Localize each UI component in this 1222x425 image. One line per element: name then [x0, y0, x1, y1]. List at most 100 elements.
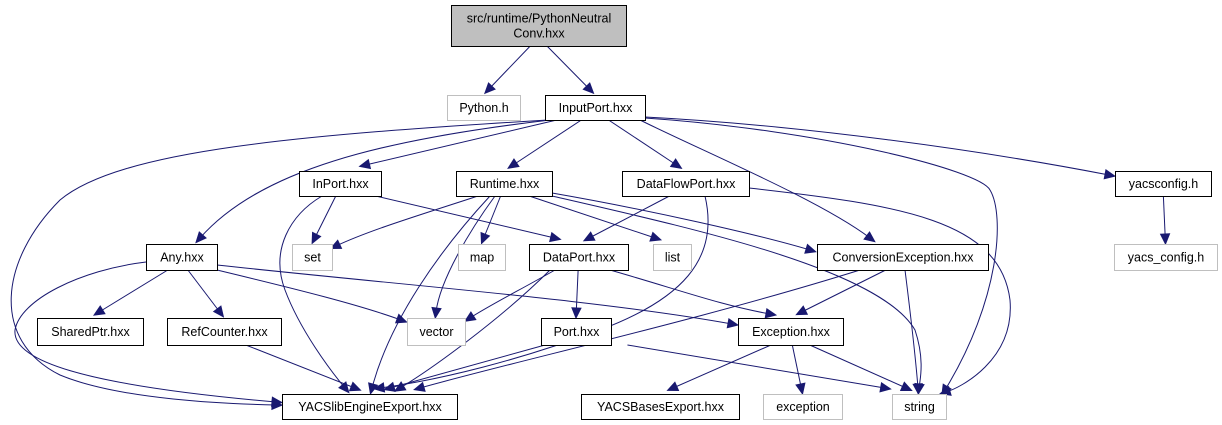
- node-label: DataPort.hxx: [543, 251, 616, 265]
- node-label: yacsconfig.h: [1129, 177, 1199, 191]
- node-inport[interactable]: InPort.hxx: [299, 171, 382, 197]
- node-map: map: [458, 244, 506, 271]
- node-exception_hxx[interactable]: Exception.hxx: [738, 318, 844, 346]
- arrowhead-icon: [804, 243, 817, 254]
- edge-runtime-to-map: [483, 195, 502, 239]
- edge-dataflowport-to-string: [748, 187, 1011, 393]
- edge-inport-to-dataport: [375, 195, 555, 239]
- node-any[interactable]: Any.hxx: [146, 244, 218, 271]
- arrowhead-icon: [571, 307, 582, 320]
- arrowhead-icon: [348, 381, 362, 392]
- node-box: [407, 318, 466, 346]
- node-label: string: [904, 400, 935, 414]
- node-list: list: [653, 244, 692, 271]
- edge-conversionexception-to-string: [904, 269, 919, 389]
- node-dataport[interactable]: DataPort.hxx: [529, 244, 629, 271]
- node-box: [529, 244, 629, 271]
- node-box: [451, 5, 627, 47]
- node-box: [458, 244, 506, 271]
- arrowhead-icon: [1159, 233, 1171, 246]
- node-python_h: Python.h: [447, 95, 521, 121]
- node-exception: exception: [763, 394, 843, 420]
- node-vector: vector: [407, 318, 466, 346]
- edge-inputport-to-dataflowport: [608, 119, 677, 166]
- node-label: SharedPtr.hxx: [51, 325, 130, 339]
- edge-any-to-sharedptr: [98, 269, 169, 313]
- node-box: [817, 244, 989, 271]
- edge-runtime-to-list: [529, 195, 656, 239]
- arrowhead-icon: [582, 82, 595, 95]
- edge-runtime-to-string: [551, 195, 922, 389]
- node-port[interactable]: Port.hxx: [541, 318, 612, 346]
- node-label: yacs_config.h: [1128, 251, 1204, 265]
- node-box: [541, 318, 612, 346]
- arrowhead-icon: [649, 231, 663, 242]
- node-box: [653, 244, 692, 271]
- edge-exception_hxx-to-string: [809, 344, 907, 389]
- arrowhead-icon: [195, 231, 207, 244]
- node-label: list: [665, 251, 681, 265]
- edge-inputport-to-any: [199, 119, 551, 239]
- arrowhead-icon: [271, 396, 284, 407]
- node-dataflowport[interactable]: DataFlowPort.hxx: [622, 171, 750, 197]
- edge-exception_hxx-to-exception: [791, 344, 802, 389]
- edge-root-to-python_h: [488, 45, 531, 90]
- node-runtime[interactable]: Runtime.hxx: [456, 171, 553, 197]
- node-inputport[interactable]: InputPort.hxx: [545, 95, 646, 121]
- edge-runtime-to-yacslibengineexport: [371, 195, 491, 389]
- node-yacsbasesexport[interactable]: YACSBasesExport.hxx: [581, 394, 740, 420]
- node-box: [37, 318, 144, 346]
- node-label: InPort.hxx: [312, 177, 369, 191]
- node-conversionexception[interactable]: ConversionException.hxx: [817, 244, 989, 271]
- edge-root-to-inputport: [546, 45, 590, 90]
- arrowhead-icon: [431, 306, 442, 320]
- edge-any-to-vector: [216, 269, 402, 321]
- edge-inputport-to-yacsconfig: [644, 116, 1110, 176]
- edge-any-to-yacslibengineexport: [14, 261, 277, 403]
- node-label: DataFlowPort.hxx: [637, 177, 736, 191]
- arrowhead-icon: [358, 158, 372, 170]
- arrowhead-icon: [393, 381, 407, 392]
- node-box: [892, 394, 947, 420]
- edge-dataport-to-yacslibengineexport: [399, 269, 551, 389]
- node-label: vector: [419, 325, 453, 339]
- edge-port-to-yacslibengineexport: [390, 344, 546, 389]
- arrowhead-icon: [394, 313, 408, 324]
- node-box: [1115, 171, 1212, 197]
- node-sharedptr[interactable]: SharedPtr.hxx: [37, 318, 144, 346]
- node-yacslibengineexport[interactable]: YACSlibEngineExport.hxx: [282, 394, 458, 420]
- node-label: Exception.hxx: [752, 325, 831, 339]
- edge-runtime-to-conversionexception: [551, 192, 811, 251]
- node-box: [456, 171, 553, 197]
- node-box: [1114, 244, 1218, 271]
- edge-inport-to-set: [314, 195, 337, 239]
- edge-conversionexception-to-exception_hxx: [801, 269, 886, 313]
- node-label: RefCounter.hxx: [181, 325, 268, 339]
- node-yacsconfig[interactable]: yacsconfig.h: [1115, 171, 1212, 197]
- node-label: YACSlibEngineExport.hxx: [298, 400, 442, 414]
- node-box: [292, 244, 333, 271]
- arrowhead-icon: [507, 158, 520, 169]
- arrowhead-icon: [372, 382, 386, 393]
- arrowhead-icon: [863, 231, 876, 243]
- arrowhead-icon: [912, 383, 923, 396]
- edge-dataflowport-to-dataport: [588, 195, 670, 239]
- node-label: set: [304, 251, 321, 265]
- node-box: [282, 394, 458, 420]
- edge-inputport-to-conversionexception: [639, 119, 871, 239]
- node-label: InputPort.hxx: [559, 101, 633, 115]
- edge-inport-to-yacslibengineexport: [279, 195, 346, 389]
- arrowhead-icon: [463, 311, 477, 322]
- node-box: [146, 244, 218, 271]
- edge-dataflowport-to-yacslibengineexport: [379, 195, 709, 389]
- node-refcounter[interactable]: RefCounter.hxx: [167, 318, 282, 346]
- edge-refcounter-to-yacslibengineexport: [245, 344, 356, 389]
- arrowhead-icon: [795, 305, 809, 316]
- edge-inputport-to-inport: [365, 119, 557, 166]
- edge-inputport-to-string: [644, 117, 998, 391]
- node-string: string: [892, 394, 947, 420]
- arrowhead-icon: [311, 231, 322, 245]
- arrowhead-icon: [484, 82, 496, 95]
